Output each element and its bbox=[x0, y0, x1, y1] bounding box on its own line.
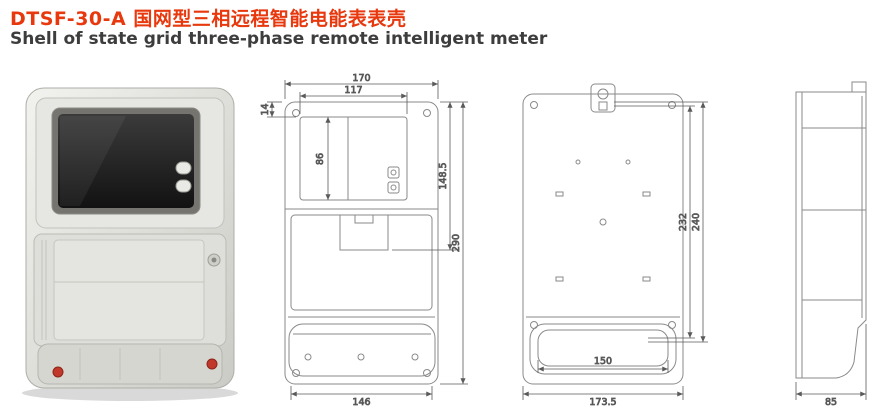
red-seal-screw-right bbox=[206, 358, 218, 370]
dim-front-upper-height: 148.5 bbox=[392, 101, 468, 251]
dim-back-overall-width: 173.5 bbox=[522, 386, 684, 408]
product-photo-drawing bbox=[22, 87, 238, 401]
back-view-panel: 232 240 150 173.5 bbox=[498, 72, 716, 408]
dim-label-front-window-height: 86 bbox=[315, 153, 326, 165]
side-view-panel: 85 bbox=[780, 72, 888, 408]
display-window bbox=[58, 114, 194, 208]
dim-back-overall-height: 240 bbox=[614, 101, 708, 343]
dim-label-back-overall-height: 240 bbox=[691, 213, 702, 231]
dim-front-overall-width: 170 bbox=[284, 73, 439, 99]
dim-front-bottom-width: 146 bbox=[290, 386, 433, 408]
dim-label-front-bottom-width: 146 bbox=[352, 397, 370, 408]
dim-label-side-depth: 85 bbox=[825, 397, 837, 408]
dim-front-window-width: 117 bbox=[299, 85, 408, 114]
terminal-cover bbox=[37, 343, 223, 385]
side-view-outline bbox=[795, 81, 867, 379]
back-terminal-cover bbox=[529, 323, 677, 375]
dim-front-top-offset: 14 bbox=[260, 101, 296, 118]
front-terminal-cover bbox=[288, 323, 436, 377]
side-hanger bbox=[851, 81, 867, 93]
dim-back-inner-width: 150 bbox=[537, 356, 669, 373]
dim-label-front-overall-height: 290 bbox=[451, 234, 462, 252]
dim-front-window-height: 86 bbox=[315, 117, 331, 200]
side-view-drawing: 85 bbox=[795, 81, 867, 408]
front-window bbox=[299, 116, 408, 201]
window-reflection bbox=[60, 116, 126, 206]
dim-label-back-overall-width: 173.5 bbox=[589, 397, 616, 408]
meter-button-top bbox=[175, 161, 192, 175]
photo-shadow bbox=[22, 385, 238, 401]
seal-screw-slot bbox=[211, 257, 217, 263]
dim-front-overall-height: 290 bbox=[440, 102, 468, 385]
dim-side-depth: 85 bbox=[795, 324, 867, 408]
front-view-outline bbox=[284, 101, 439, 385]
dim-label-front-window-width: 117 bbox=[344, 85, 362, 96]
product-photo bbox=[8, 82, 253, 404]
page-title: DTSF-30-A 国网型三相远程智能电能表表壳 bbox=[10, 8, 407, 30]
dim-label-front-overall-width: 170 bbox=[352, 73, 370, 84]
front-view-panel: 170 117 14 86 148.5 bbox=[260, 72, 472, 408]
dim-label-front-top-offset: 14 bbox=[260, 103, 271, 115]
back-view-drawing: 232 240 150 173.5 bbox=[522, 83, 708, 408]
dim-label-front-upper-height: 148.5 bbox=[438, 162, 449, 189]
mid-cover-panel bbox=[53, 239, 205, 341]
back-view-outline bbox=[522, 83, 684, 385]
dim-label-back-inner-width: 150 bbox=[594, 356, 612, 367]
meter-button-bottom bbox=[175, 179, 192, 193]
dim-label-back-mount-height: 232 bbox=[678, 213, 689, 231]
page-subtitle: Shell of state grid three-phase remote i… bbox=[10, 29, 548, 49]
front-view-drawing: 170 117 14 86 148.5 bbox=[260, 73, 468, 408]
red-seal-screw-left bbox=[52, 366, 64, 378]
front-lower-cover bbox=[290, 214, 433, 311]
hanger-bracket bbox=[590, 83, 616, 113]
dim-back-mount-height: 232 bbox=[614, 105, 695, 339]
